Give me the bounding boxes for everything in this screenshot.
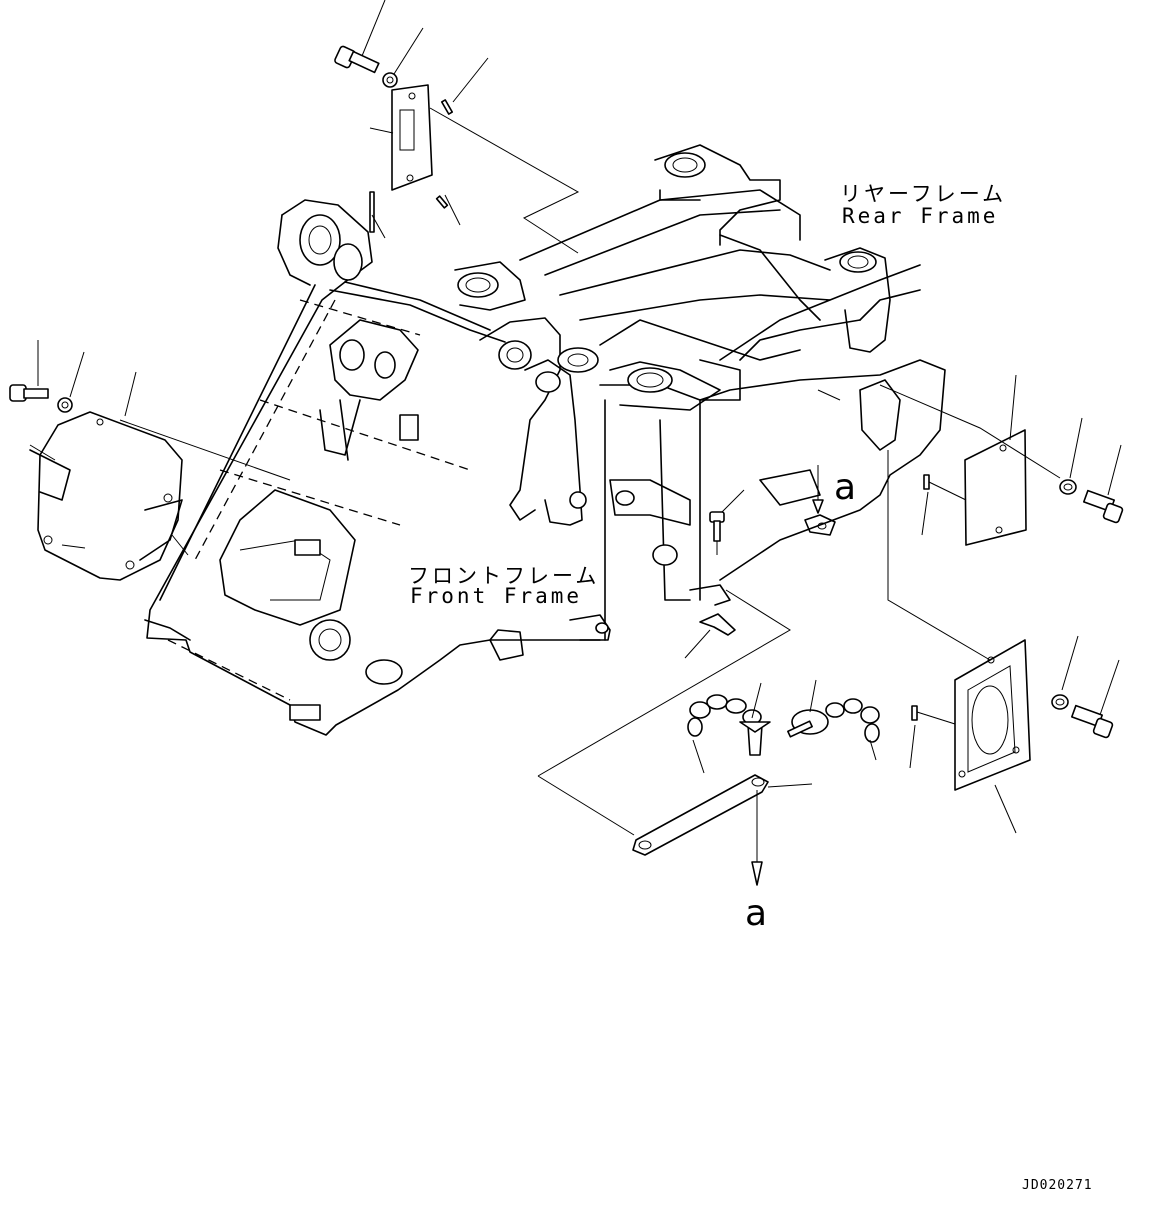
front-frame xyxy=(144,199,601,736)
left-inspection-cover xyxy=(9,340,291,581)
rear-frame-label-jp: リヤーフレーム xyxy=(840,182,1007,206)
chain-right xyxy=(787,698,880,743)
reference-marker-lower: a xyxy=(745,893,768,934)
bolt-top xyxy=(334,45,380,74)
top-cover-plate xyxy=(334,0,580,254)
rear-frame-label-en: Rear Frame xyxy=(842,204,999,228)
bolt-left xyxy=(9,384,49,402)
front-frame-label-jp: フロントフレーム xyxy=(408,564,600,588)
centre-hinge xyxy=(479,317,731,641)
drawing-id: JD020271 xyxy=(1022,1178,1093,1193)
right-upper-cover xyxy=(879,374,1124,546)
right-lower-cover xyxy=(887,450,1120,834)
safety-lock-bar-assembly xyxy=(537,465,880,886)
front-frame-label-en: Front Frame xyxy=(410,584,583,608)
leader-rear xyxy=(817,389,841,401)
chain-left xyxy=(687,694,762,737)
lock-pin xyxy=(709,511,725,555)
washer-left xyxy=(57,397,73,413)
rear-frame xyxy=(454,144,946,581)
reference-marker-upper: a xyxy=(834,467,857,508)
